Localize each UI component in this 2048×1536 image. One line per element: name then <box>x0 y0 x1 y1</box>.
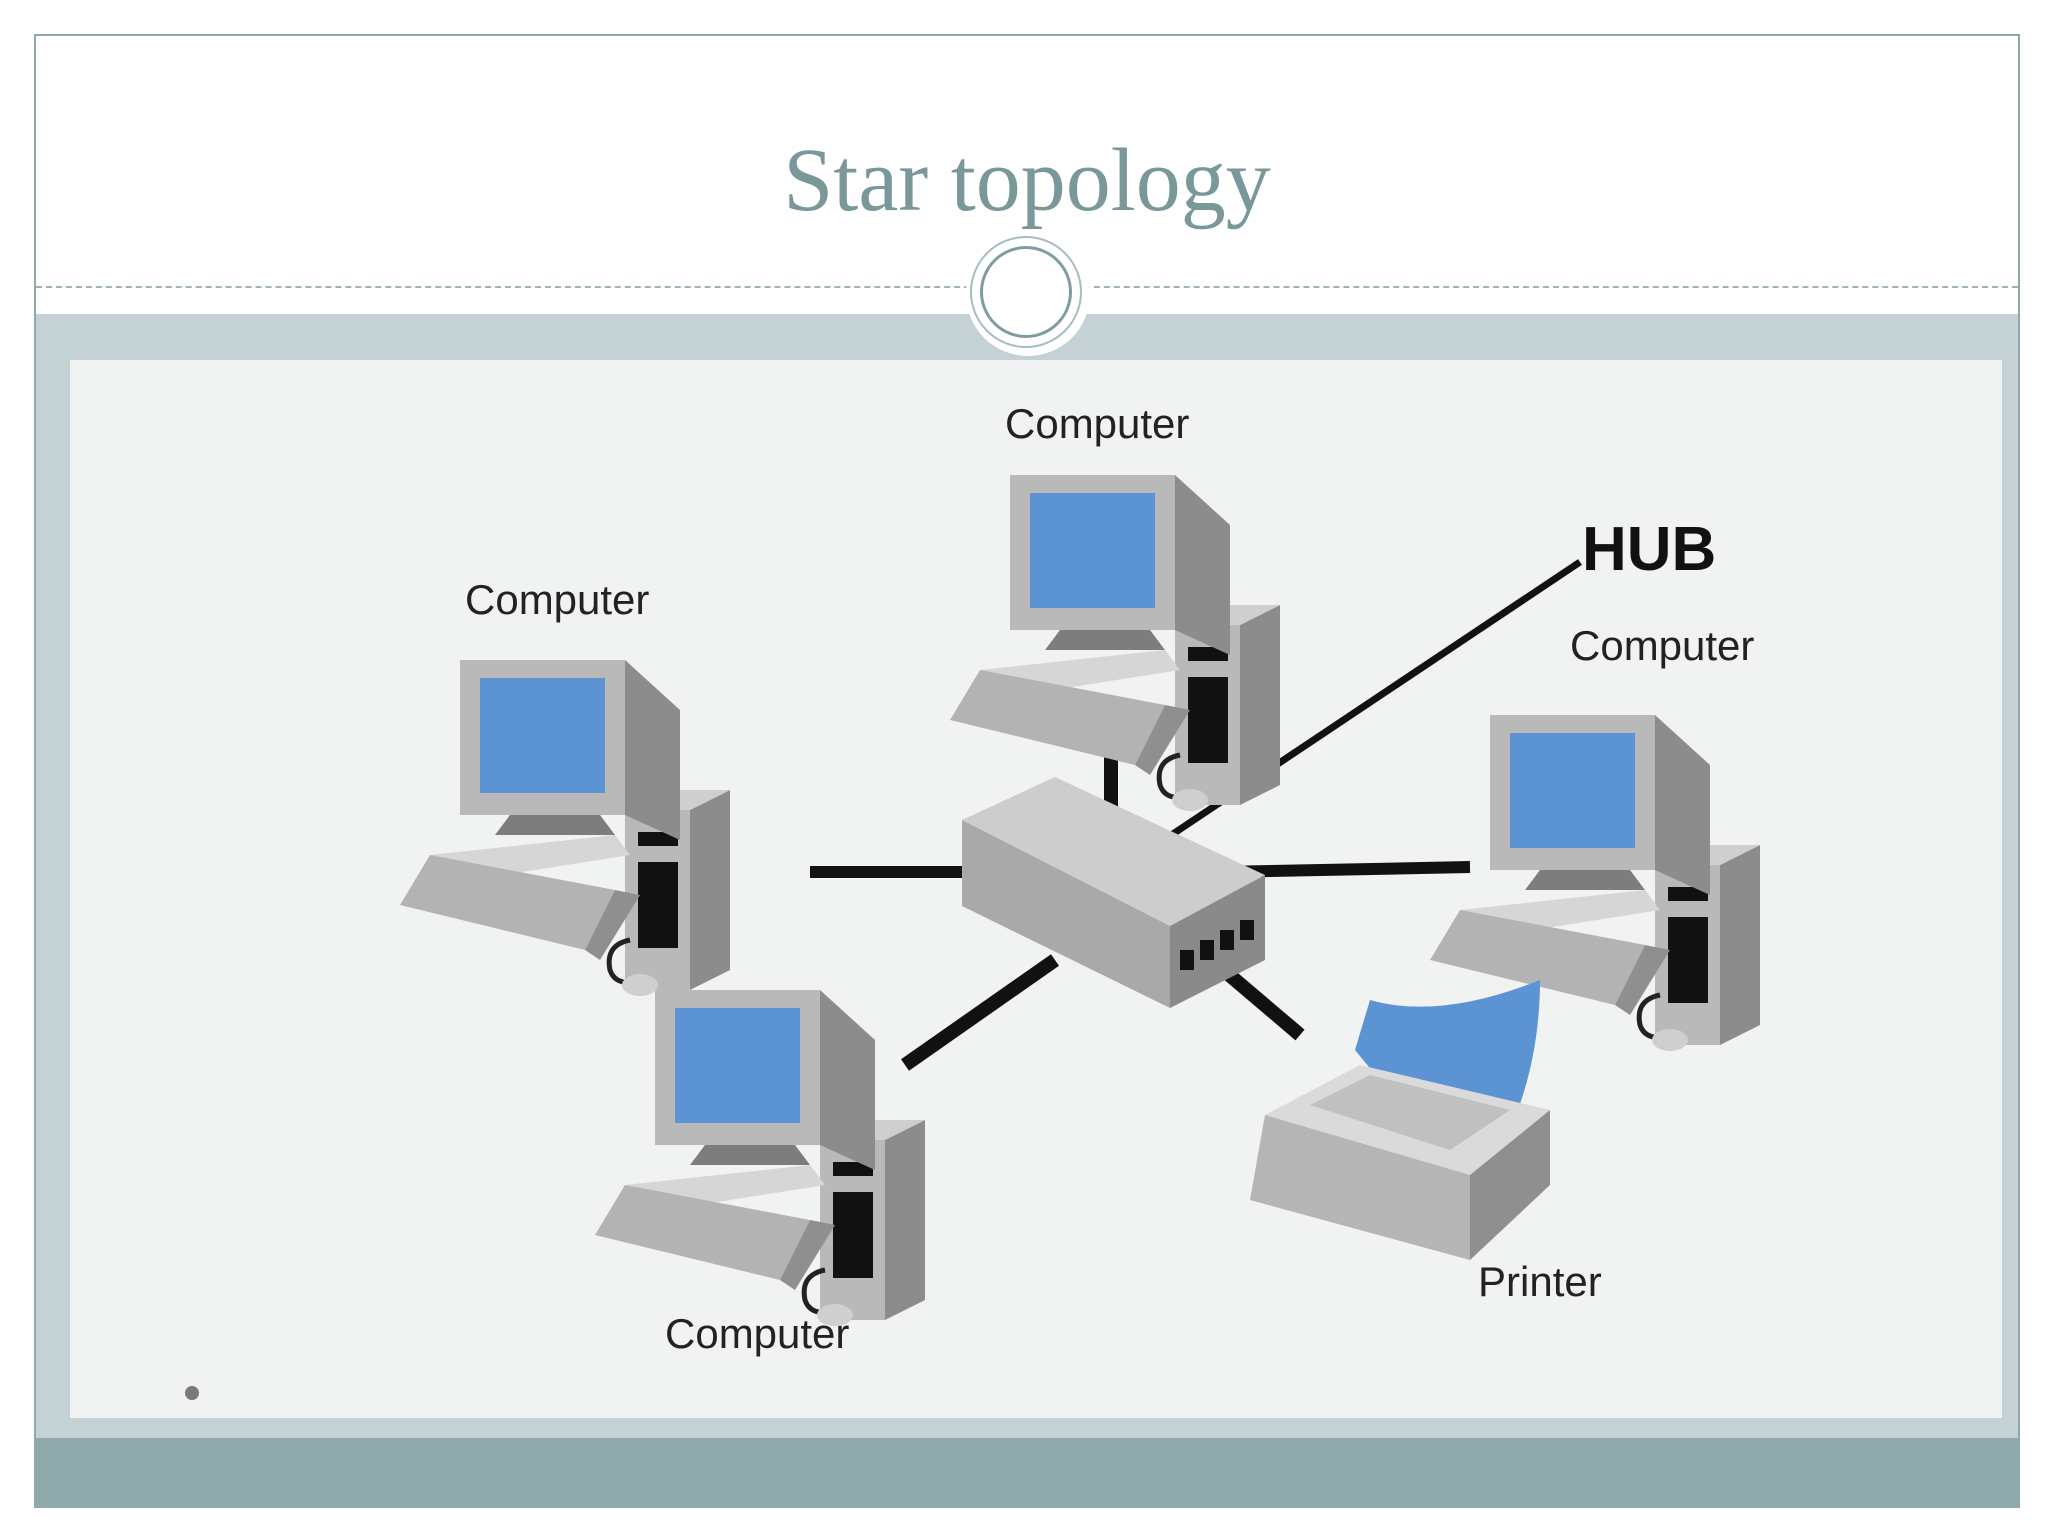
cable-right <box>1219 861 1471 878</box>
hub-device <box>962 777 1265 1008</box>
footer-bar <box>36 1438 2018 1508</box>
node-label-left: Computer <box>465 576 649 623</box>
node-label-bottom: Computer <box>665 1310 849 1357</box>
divider-ring-ornament <box>966 232 1090 356</box>
hub-pointer-line <box>1123 559 1582 869</box>
star-topology-diagram: Computer Computer Computer Computer Prin… <box>185 400 2002 1400</box>
computer-left <box>400 660 730 996</box>
slide-title: Star topology <box>783 131 1271 230</box>
node-label-top: Computer <box>1005 400 1189 447</box>
node-label-printer: Printer <box>1478 1258 1602 1305</box>
slide: Star topology <box>34 34 2020 1508</box>
cable-bottom <box>900 954 1060 1071</box>
node-label-right: Computer <box>1570 622 1754 669</box>
hub-label: HUB <box>1582 515 1716 584</box>
bullet-dot <box>185 1386 199 1400</box>
printer-device <box>1250 980 1550 1260</box>
star-topology-picture: Computer Computer Computer Computer Prin… <box>70 360 2002 1418</box>
computer-bottom <box>595 990 925 1326</box>
